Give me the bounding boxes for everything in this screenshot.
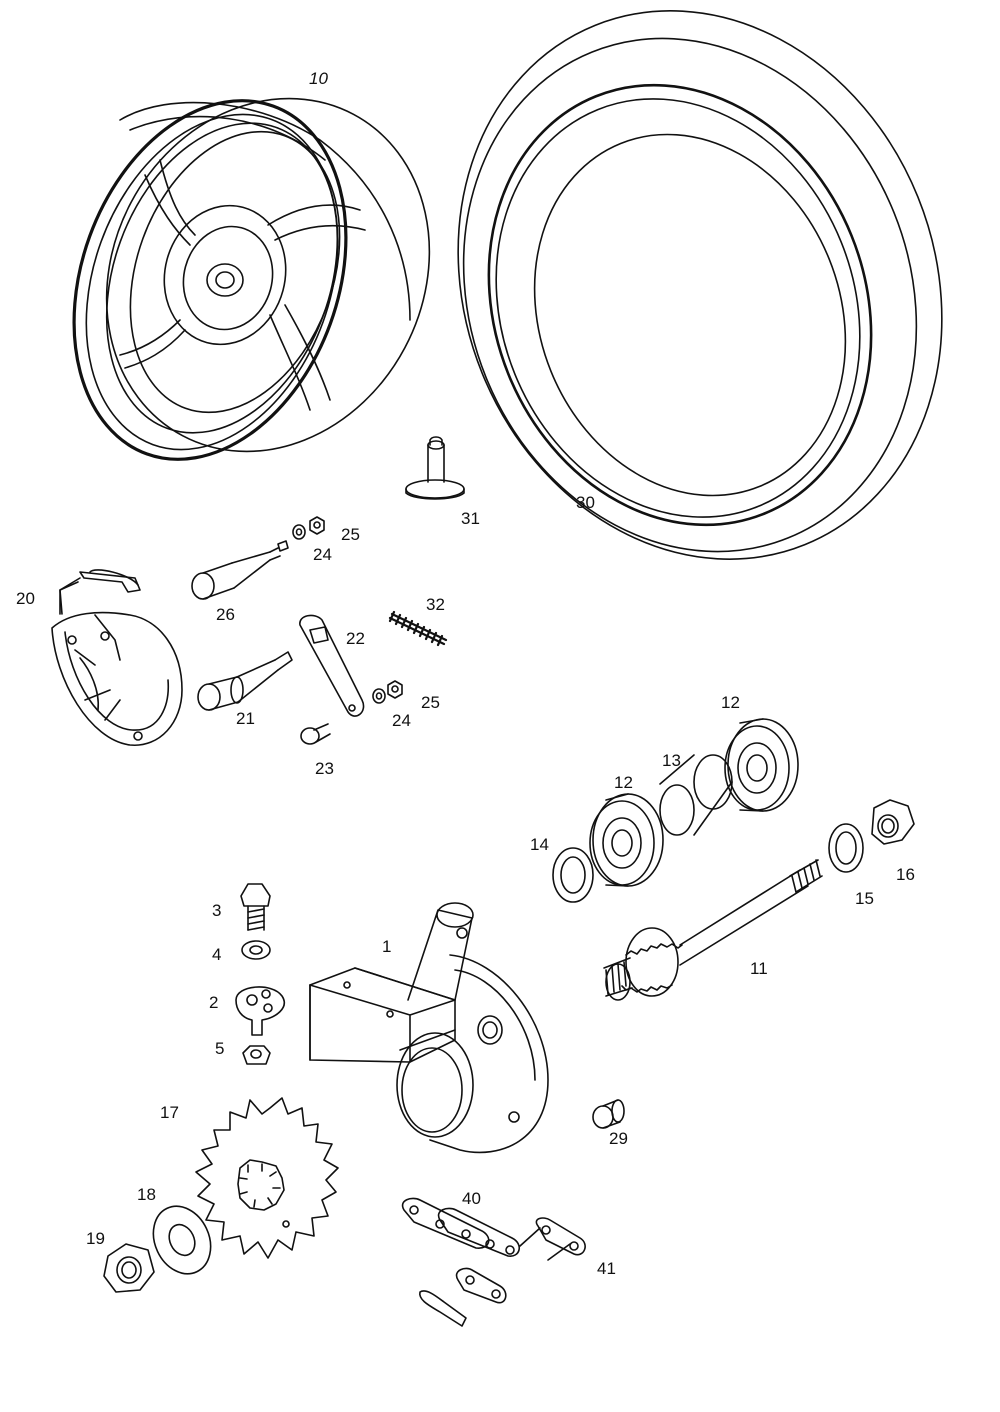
washer-18 — [143, 1197, 222, 1283]
hex-bolt — [241, 884, 270, 930]
label-22: 22 — [346, 629, 365, 648]
nut-5 — [243, 1046, 270, 1064]
valve — [406, 437, 464, 499]
label-29: 29 — [609, 1129, 628, 1148]
label-31: 31 — [461, 509, 480, 528]
brake-cam — [198, 652, 292, 710]
label-12-left: 12 — [614, 773, 633, 792]
washer-4 — [242, 941, 270, 959]
label-3: 3 — [212, 901, 222, 920]
leader-line-20 — [60, 578, 80, 614]
nut-upper — [310, 517, 324, 534]
label-41: 41 — [597, 1259, 616, 1278]
nut-19 — [104, 1244, 154, 1292]
lock-plate — [236, 987, 284, 1035]
label-18: 18 — [137, 1185, 156, 1204]
label-30: 30 — [576, 493, 595, 512]
spring — [390, 612, 446, 645]
label-20: 20 — [16, 589, 35, 608]
label-10: 10 — [309, 69, 328, 88]
washer-lower — [373, 689, 385, 703]
label-23: 23 — [315, 759, 334, 778]
label-25-lower: 25 — [421, 693, 440, 712]
brake-shoes — [52, 570, 182, 745]
spacer — [660, 755, 732, 835]
plug — [593, 1100, 624, 1128]
label-1: 1 — [382, 937, 392, 956]
nut-lower — [388, 681, 402, 698]
swing-arm — [310, 903, 548, 1152]
axle — [604, 860, 822, 1000]
label-17: 17 — [160, 1103, 179, 1122]
bearing-left — [590, 794, 663, 886]
brake-pin — [192, 541, 288, 599]
label-25-upper: 25 — [341, 525, 360, 544]
label-40: 40 — [462, 1189, 481, 1208]
label-14: 14 — [530, 835, 549, 854]
label-24-upper: 24 — [313, 545, 332, 564]
label-11: 11 — [750, 959, 768, 978]
label-24-lower: 24 — [392, 711, 411, 730]
washer-15 — [829, 824, 863, 872]
brake-lever — [300, 615, 364, 716]
label-26: 26 — [216, 605, 235, 624]
tyre — [377, 0, 1000, 633]
bearing-right — [725, 719, 798, 811]
label-32: 32 — [426, 595, 445, 614]
label-16: 16 — [896, 865, 915, 884]
label-15: 15 — [855, 889, 874, 908]
axle-nut — [872, 800, 914, 844]
washer-upper — [293, 525, 305, 539]
washer-14 — [553, 848, 593, 902]
chain — [403, 1198, 520, 1326]
sprocket — [196, 1098, 338, 1258]
wheel-rim — [26, 42, 490, 509]
label-21: 21 — [236, 709, 255, 728]
label-2: 2 — [209, 993, 219, 1012]
label-5: 5 — [215, 1039, 225, 1058]
label-19: 19 — [86, 1229, 105, 1248]
connecting-link — [520, 1218, 585, 1260]
label-12-right: 12 — [721, 693, 740, 712]
small-bolt — [301, 724, 330, 744]
label-13: 13 — [662, 751, 681, 770]
label-4: 4 — [212, 945, 222, 964]
